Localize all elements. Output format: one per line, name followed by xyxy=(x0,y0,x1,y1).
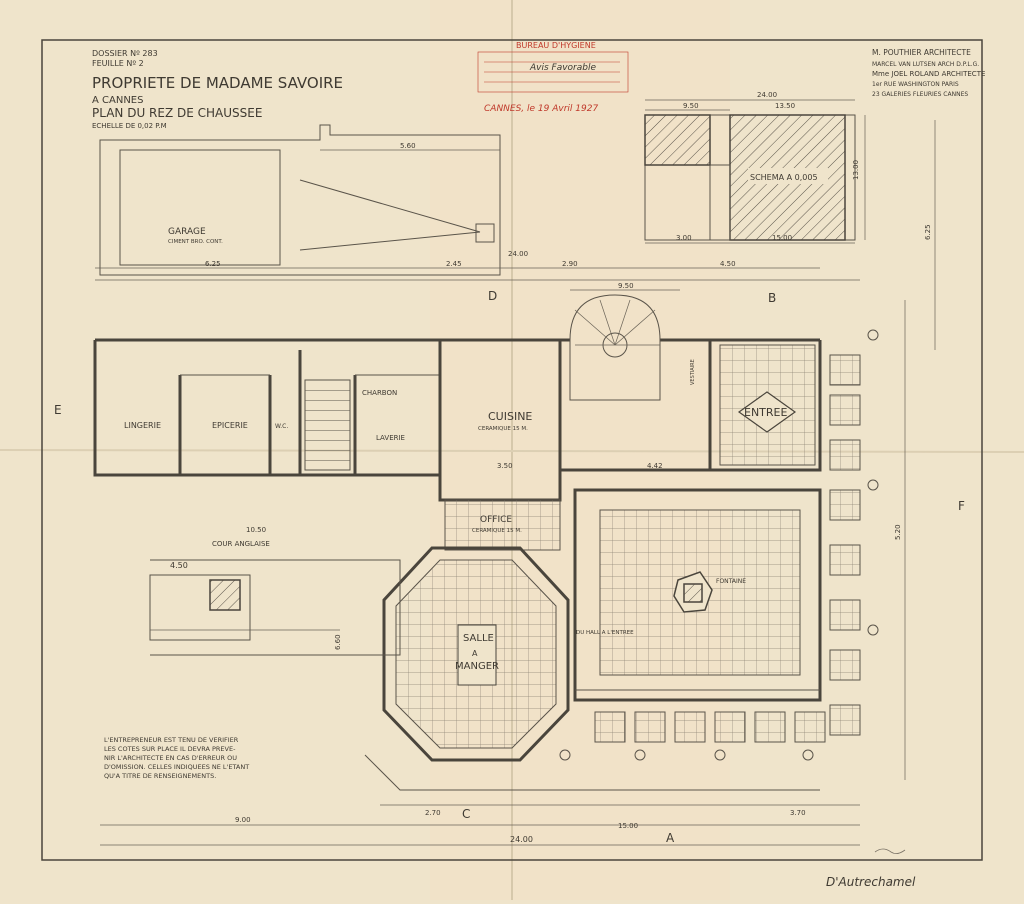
contractor-note: L'ENTREPRENEUR EST TENU DE VERIFIER LES … xyxy=(104,736,249,780)
axis-c: C xyxy=(462,807,470,821)
svg-text:CIMENT BRO. CONT.: CIMENT BRO. CONT. xyxy=(168,239,223,245)
room-office: OFFICE xyxy=(480,515,512,525)
svg-text:10.50: 10.50 xyxy=(246,526,266,534)
svg-text:13.50: 13.50 xyxy=(775,102,795,110)
svg-text:L'ENTREPRENEUR EST TENU DE VER: L'ENTREPRENEUR EST TENU DE VERIFIER xyxy=(104,736,239,744)
garage-label: GARAGE xyxy=(168,227,206,237)
axis-b: B xyxy=(768,291,776,305)
feuille-label: FEUILLE Nº 2 xyxy=(92,59,144,68)
axis-f: F xyxy=(958,499,965,513)
svg-text:1er RUE WASHINGTON PARIS: 1er RUE WASHINGTON PARIS xyxy=(872,81,959,88)
svg-text:24.00: 24.00 xyxy=(757,91,777,99)
svg-text:CERAMIQUE 15 M.: CERAMIQUE 15 M. xyxy=(472,528,522,534)
svg-text:6.25: 6.25 xyxy=(924,224,932,240)
svg-text:4.42: 4.42 xyxy=(647,462,663,470)
room-manger: MANGER xyxy=(455,661,499,672)
sheet-border xyxy=(41,39,983,861)
svg-text:3.00: 3.00 xyxy=(676,234,692,242)
svg-text:4.50: 4.50 xyxy=(170,561,188,570)
schema-diagram: SCHEMA A 0,005 24.00 9.50 13.50 3.00 15.… xyxy=(644,91,866,244)
hall-room: FONTAINE DU HALL A L'ENTREE xyxy=(573,488,822,702)
svg-text:9.50: 9.50 xyxy=(683,102,699,110)
svg-text:23 GALERIES FLEURIES CANNES: 23 GALERIES FLEURIES CANNES xyxy=(872,91,968,98)
svg-text:3.70: 3.70 xyxy=(790,809,806,817)
room-charbon: CHARBON xyxy=(362,389,397,397)
svg-text:QU'A TITRE DE RENSEIGNEMENTS.: QU'A TITRE DE RENSEIGNEMENTS. xyxy=(104,772,216,780)
room-salle: SALLE xyxy=(463,633,494,644)
room-laverie: LAVERIE xyxy=(376,434,405,442)
svg-text:2.90: 2.90 xyxy=(562,260,578,268)
axis-d: D xyxy=(488,289,497,303)
svg-text:NIR L'ARCHITECTE EN CAS D'ERRE: NIR L'ARCHITECTE EN CAS D'ERREUR OU xyxy=(104,754,237,762)
office-room: OFFICE CERAMIQUE 15 M. xyxy=(444,499,561,551)
svg-text:D'OMISSION. CELLES INDIQUEES N: D'OMISSION. CELLES INDIQUEES NE L'ETANT xyxy=(104,763,249,771)
room-wc: W.C. xyxy=(275,423,288,430)
svg-text:5.60: 5.60 xyxy=(400,142,416,150)
svg-text:LES COTES SUR PLACE IL DEVRA P: LES COTES SUR PLACE IL DEVRA PREVE- xyxy=(104,745,236,753)
terrace-tiles-right xyxy=(829,329,879,736)
cour-label: COUR ANGLAISE xyxy=(212,540,270,548)
svg-text:MARCEL VAN LUTSEN ARCH D.P.L.G: MARCEL VAN LUTSEN ARCH D.P.L.G. xyxy=(872,61,979,68)
dimension-lines-bottom: 2.70 3.70 9.00 15.00 24.00 xyxy=(100,804,860,846)
svg-text:SCHEMA A 0,005: SCHEMA A 0,005 xyxy=(750,173,818,182)
svg-text:DU HALL A L'ENTREE: DU HALL A L'ENTREE xyxy=(576,630,634,636)
svg-text:A: A xyxy=(472,649,478,658)
svg-text:6.25: 6.25 xyxy=(205,260,221,268)
service-stairs xyxy=(304,379,351,471)
entrance-hall: ENTREE xyxy=(719,344,816,466)
svg-text:5.20: 5.20 xyxy=(894,524,902,540)
svg-text:CERAMIQUE 15 M.: CERAMIQUE 15 M. xyxy=(478,426,528,432)
drawing-title: PROPRIETE DE MADAME SAVOIRE xyxy=(92,74,343,92)
garage-area: 5.60 GARAGE CIMENT BRO. CONT. xyxy=(99,124,501,276)
svg-text:3.50: 3.50 xyxy=(497,462,513,470)
drawing-subtitle: PLAN DU REZ DE CHAUSSEE xyxy=(92,106,262,120)
scale-label: ECHELLE DE 0,02 P.M xyxy=(92,122,167,130)
svg-text:2.45: 2.45 xyxy=(446,260,462,268)
svg-text:M. POUTHIER ARCHITECTE: M. POUTHIER ARCHITECTE xyxy=(872,48,971,57)
svg-text:9.00: 9.00 xyxy=(235,816,251,824)
dimension-lines-top: 6.25 2.45 2.90 4.50 24.00 9.50 xyxy=(95,250,860,291)
svg-text:9.50: 9.50 xyxy=(618,282,634,290)
terrace-bottom xyxy=(364,711,826,791)
axis-e: E xyxy=(54,403,62,417)
svg-text:Mme JOEL ROLAND ARCHITECTE: Mme JOEL ROLAND ARCHITECTE xyxy=(872,70,985,78)
room-vestiaire: VESTIAIRE xyxy=(690,359,696,385)
hygiene-stamp: BUREAU D'HYGIENE Avis Favorable xyxy=(477,41,629,93)
room-entree: ENTREE xyxy=(744,406,787,419)
axis-a: A xyxy=(666,831,675,845)
svg-text:Avis Favorable: Avis Favorable xyxy=(529,63,596,73)
svg-text:24.00: 24.00 xyxy=(508,250,528,258)
dossier-label: DOSSIER Nº 283 xyxy=(92,49,158,58)
signature: D'Autrechamel xyxy=(826,875,916,889)
city-label: A CANNES xyxy=(92,95,143,106)
cannes-date-stamp: CANNES, le 19 Avril 1927 xyxy=(484,104,598,114)
spiral-staircase xyxy=(569,294,661,401)
dimension-lines-right: 6.25 5.20 6.60 xyxy=(334,120,936,780)
room-lingerie: LINGERIE xyxy=(124,421,161,430)
architects-block: M. POUTHIER ARCHITECTE MARCEL VAN LUTSEN… xyxy=(872,48,985,98)
fountain-label: FONTAINE xyxy=(716,578,746,585)
svg-text:24.00: 24.00 xyxy=(510,835,533,844)
svg-text:13.00: 13.00 xyxy=(852,160,860,180)
cour-anglaise: COUR ANGLAISE 4.50 10.50 xyxy=(149,526,401,656)
dining-room: SALLE A MANGER xyxy=(382,546,570,762)
room-cuisine: CUISINE xyxy=(488,410,532,423)
svg-text:2.70: 2.70 xyxy=(425,809,441,817)
svg-text:15.00: 15.00 xyxy=(772,234,792,242)
svg-text:15.00: 15.00 xyxy=(618,822,638,830)
room-epicerie: EPICERIE xyxy=(212,421,248,430)
svg-text:6.60: 6.60 xyxy=(334,634,342,650)
svg-text:BUREAU D'HYGIENE: BUREAU D'HYGIENE xyxy=(516,41,596,50)
svg-text:4.50: 4.50 xyxy=(720,260,736,268)
